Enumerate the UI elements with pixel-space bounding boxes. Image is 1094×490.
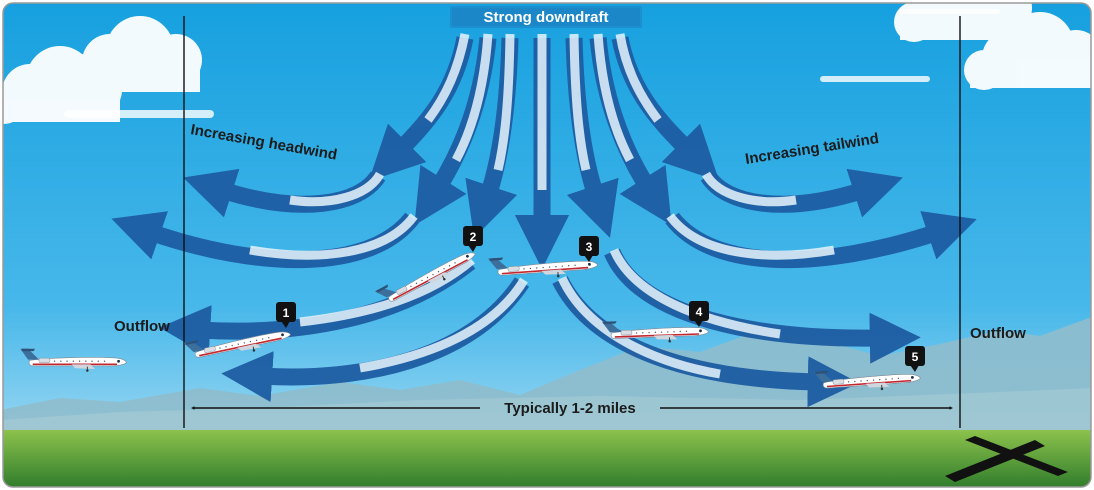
position-badge-5: 5 — [905, 346, 925, 372]
outflow-left-label: Outflow — [114, 318, 170, 335]
position-badge-4: 4 — [689, 301, 709, 327]
outflow-arrows — [111, 168, 977, 408]
position-badge-1: 1 — [276, 302, 296, 328]
svg-text:2: 2 — [470, 230, 477, 244]
runway-cross-icon — [945, 436, 1068, 482]
svg-text:5: 5 — [912, 350, 919, 364]
position-badge-2: 2 — [463, 226, 483, 252]
svg-text:1: 1 — [283, 306, 290, 320]
svg-text:4: 4 — [696, 305, 703, 319]
outflow-right-label: Outflow — [970, 325, 1026, 342]
cloud-icon — [64, 9, 1000, 118]
position-badge-3: 3 — [579, 236, 599, 262]
ground — [3, 430, 1091, 487]
svg-text:3: 3 — [586, 240, 593, 254]
span-label: Typically 1-2 miles — [504, 400, 635, 417]
downdraft-arrows — [368, 33, 720, 270]
title-label: Strong downdraft — [484, 9, 609, 26]
